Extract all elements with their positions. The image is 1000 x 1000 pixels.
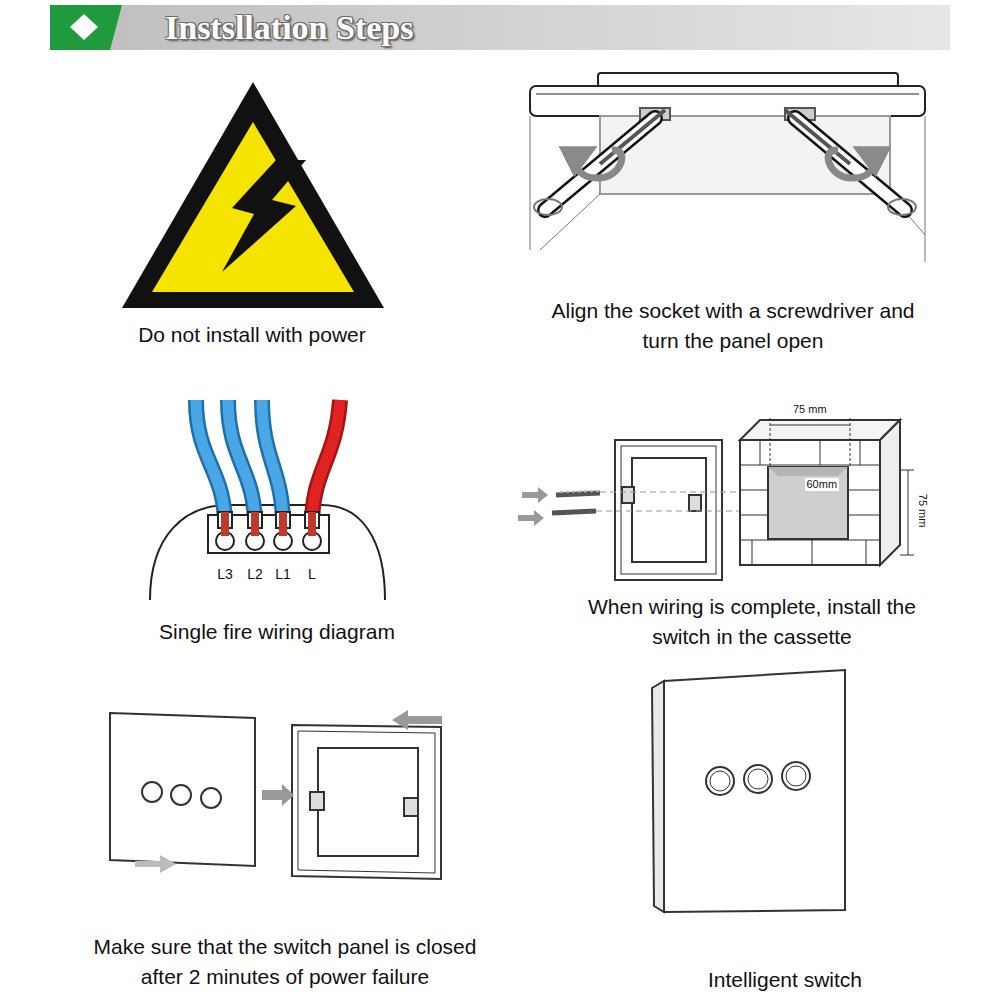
terminal-label: L2 [240, 566, 270, 583]
terminal-label: L [297, 566, 327, 583]
terminal-label: L3 [210, 566, 240, 583]
title-bar [50, 5, 950, 50]
step-caption: Make sure that the switch panel is close… [75, 932, 495, 993]
step-caption: Align the socket with a screwdriver and … [541, 296, 926, 357]
step-caption: Do not install with power [72, 320, 432, 350]
dimension-label: 75 mm [791, 403, 829, 416]
panel-closing [110, 710, 442, 879]
warning-sign [122, 82, 384, 308]
dimension-label: 60mm [805, 478, 840, 491]
dimension-label: 75 mm [916, 492, 929, 530]
cassette-install [518, 418, 914, 580]
page-title: Instsllation Steps [165, 9, 413, 46]
terminal-label: L1 [268, 566, 298, 583]
screwdriver-panel [530, 73, 925, 262]
step-caption: Intelligent switch [635, 965, 935, 995]
step-caption: Single fire wiring diagram [97, 617, 457, 647]
wiring-terminal [150, 400, 385, 600]
step-caption: When wiring is complete, install the swi… [567, 592, 937, 653]
switch-panel [652, 670, 845, 912]
